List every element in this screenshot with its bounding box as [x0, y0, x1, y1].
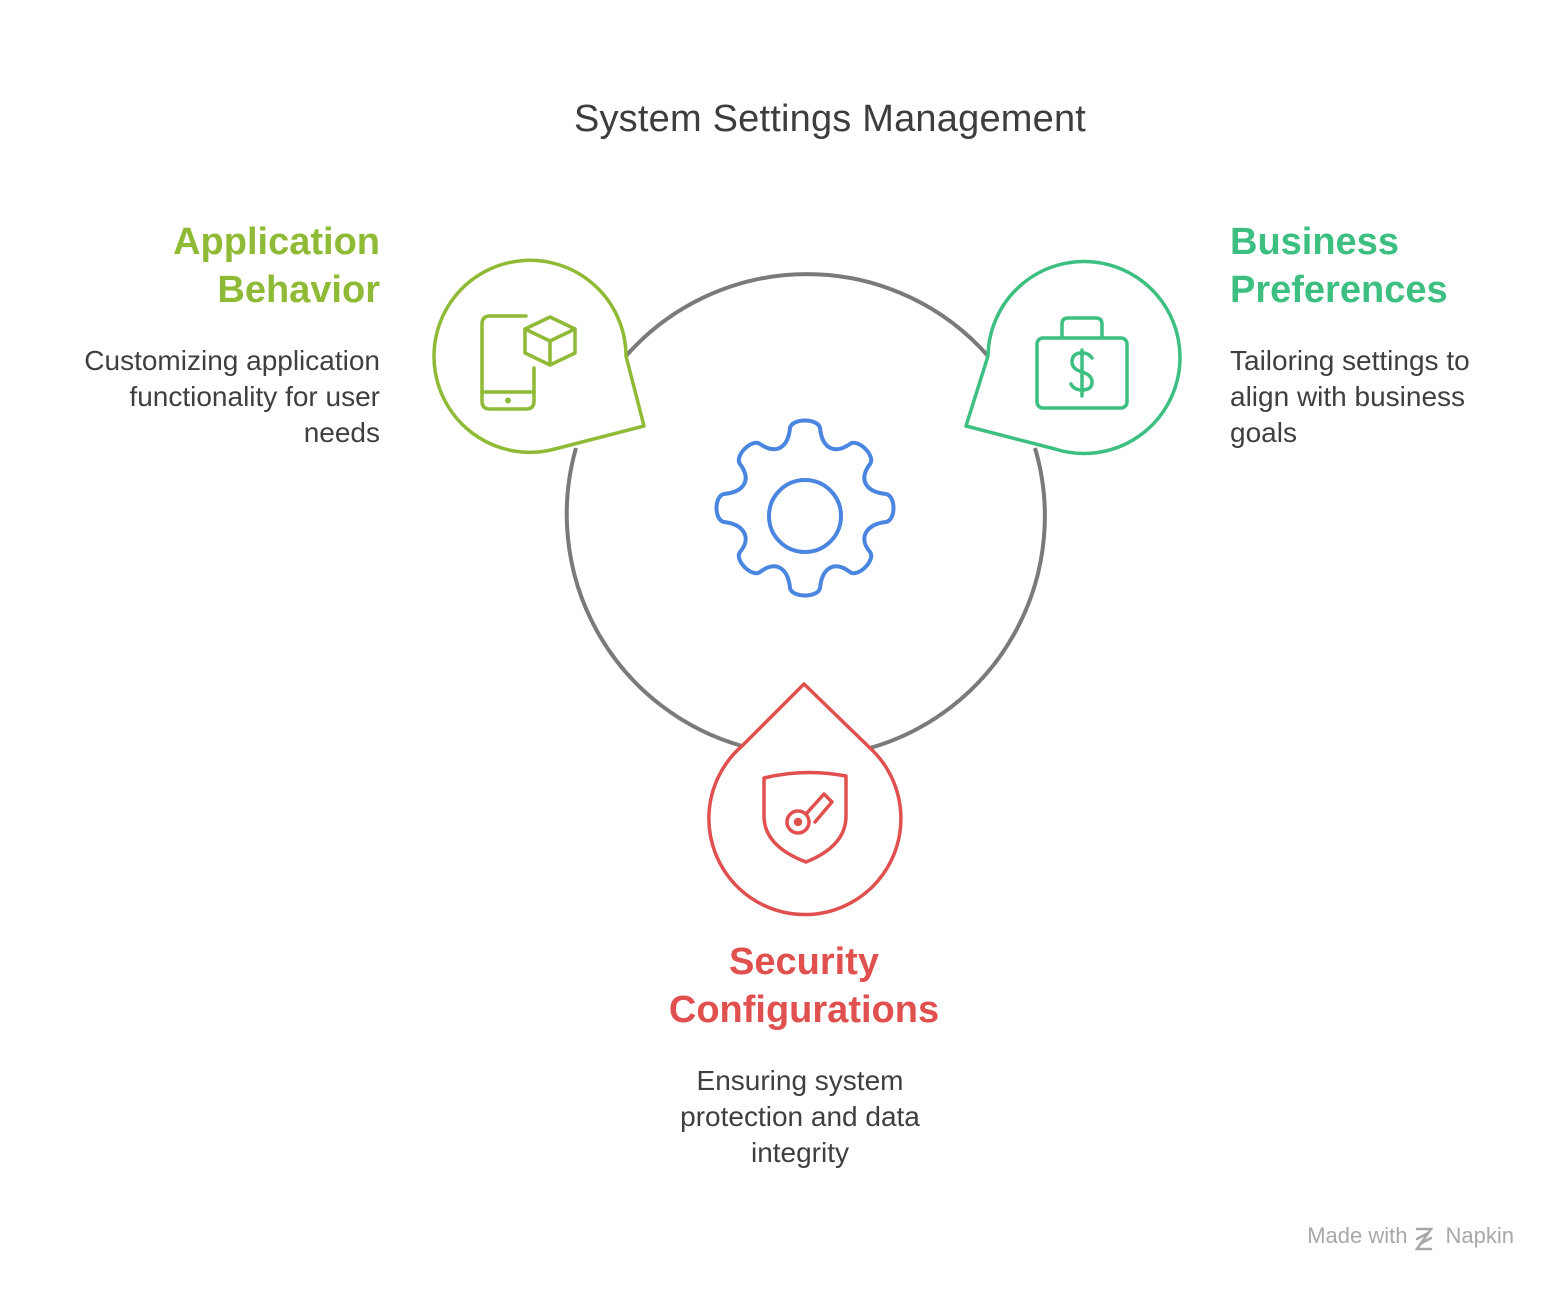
shield-key-icon	[762, 770, 848, 864]
security-description: Ensuring system protection and data inte…	[630, 1063, 970, 1171]
security-pin	[707, 682, 903, 917]
napkin-logo-spacer	[1416, 1225, 1438, 1247]
watermark[interactable]: Made with Napkin	[1307, 1223, 1514, 1249]
business-heading-line1: Business	[1230, 221, 1399, 263]
central-ring	[564, 272, 1047, 750]
application-heading: Application Behavior	[120, 218, 380, 314]
business-pin	[964, 259, 1182, 456]
application-description-line1: Customizing application	[84, 345, 380, 376]
briefcase-dollar-icon	[1035, 316, 1129, 410]
watermark-brand: Napkin	[1445, 1223, 1514, 1248]
watermark-prefix: Made with	[1307, 1223, 1408, 1248]
application-description: Customizing application functionality fo…	[40, 343, 380, 451]
ring-arc-left	[564, 447, 743, 748]
application-heading-line2: Behavior	[217, 269, 380, 311]
application-description-line3: needs	[303, 417, 380, 448]
security-heading: Security Configurations	[604, 938, 1004, 1034]
business-heading: Business Preferences	[1230, 218, 1530, 314]
napkin-logo-icon	[1414, 1227, 1434, 1251]
page-title: System Settings Management	[573, 98, 1087, 140]
application-pin	[432, 258, 646, 455]
application-description-line2: functionality for user	[129, 381, 380, 412]
security-heading-line2: Configurations	[668, 989, 940, 1031]
business-description-line1: Tailoring settings to	[1230, 345, 1470, 376]
gear-icon	[714, 418, 896, 598]
ring-arc-right	[869, 447, 1047, 750]
application-heading-line1: Application	[173, 221, 380, 263]
business-description-line3: goals	[1230, 417, 1297, 448]
business-heading-line2: Preferences	[1230, 269, 1448, 311]
security-description-line1: Ensuring system	[696, 1065, 904, 1096]
ring-arc-top	[624, 272, 990, 358]
business-description: Tailoring settings to align with busines…	[1230, 343, 1530, 451]
security-heading-line1: Security	[729, 941, 879, 983]
business-description-line2: align with business	[1230, 381, 1466, 412]
mobile-app-box-icon	[480, 314, 577, 411]
security-description-line2: protection and data	[680, 1101, 920, 1132]
security-description-line3: integrity	[750, 1137, 850, 1168]
